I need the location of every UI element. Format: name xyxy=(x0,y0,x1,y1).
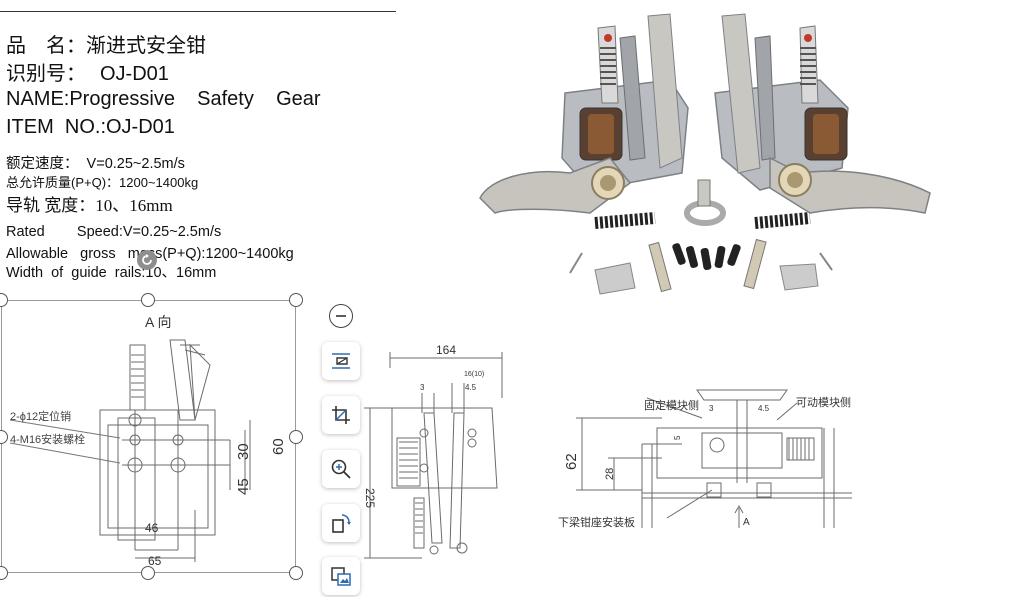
view-arrow-label: A xyxy=(743,517,750,528)
resize-handle-top-right[interactable] xyxy=(289,293,303,307)
dim-225: 225 xyxy=(363,488,377,508)
en-rated-speed: Rated Speed:V=0.25~2.5m/s xyxy=(6,224,222,240)
drawing-side-view: 164 3 4.5 16(10) 225 xyxy=(363,343,503,559)
crop-button[interactable] xyxy=(322,396,360,434)
cn-rail-width-label: 导轨 宽度 xyxy=(6,196,79,215)
dim-62: 62 xyxy=(563,453,580,470)
cn-allowable-mass: 总允许质量(P+Q)：1200~1400kg xyxy=(6,175,199,190)
dim-4-5: 4.5 xyxy=(465,383,477,392)
align-icon xyxy=(332,353,350,369)
name-en-line: NAME:Progressive Safety Gear xyxy=(6,88,321,110)
dim-4-5-right: 4.5 xyxy=(758,404,770,413)
zoom-out-button[interactable] xyxy=(329,304,353,328)
item-id-label: 识别号： xyxy=(6,63,86,85)
cn-rated-speed: 额定速度： V=0.25~2.5m/s xyxy=(6,156,185,172)
en-guide-width: Width of guide rails:10、16mm xyxy=(6,265,217,281)
resize-handle-bottom-center[interactable] xyxy=(141,566,155,580)
left-gear-body xyxy=(479,13,689,214)
dim-46: 46 xyxy=(145,521,159,535)
pin-label: 2-ϕ12定位销 xyxy=(10,409,71,423)
item-id-value: OJ-D01 xyxy=(100,63,169,85)
dim-16-10: 16(10) xyxy=(464,371,484,378)
image-selection-frame xyxy=(1,300,296,573)
replace-image-icon xyxy=(331,567,351,586)
dim-164: 164 xyxy=(436,343,456,357)
product-photo xyxy=(479,13,931,295)
dim-45: 45 xyxy=(235,478,252,495)
right-gear-body xyxy=(714,13,931,214)
product-name-label: 品 名： xyxy=(6,35,86,57)
top-rule xyxy=(0,11,396,12)
loose-parts xyxy=(569,179,833,295)
rotate-button[interactable] xyxy=(322,504,360,542)
bolt-label: 4-M16安装螺栓 xyxy=(10,432,85,446)
resize-handle-middle-right[interactable] xyxy=(289,430,303,444)
replace-image-button[interactable] xyxy=(322,557,360,595)
text-wrap-button[interactable] xyxy=(322,342,360,380)
dim-30: 30 xyxy=(235,443,252,460)
rotate-icon xyxy=(332,514,351,533)
drawing-top-view: 固定模块侧 可动模块侧 3 4.5 62 28 5 下梁钳座安装板 A xyxy=(558,389,852,529)
zoom-in-button[interactable] xyxy=(322,450,360,488)
drawing-front-view: A 向 2-ϕ12定位销 4-M16安装螺栓 30 60 45 46 65 xyxy=(9,314,287,568)
resize-handle-bottom-left[interactable] xyxy=(0,566,8,580)
item-no-en-line: ITEM NO.:OJ-D01 xyxy=(6,116,175,138)
resize-handle-bottom-right[interactable] xyxy=(289,566,303,580)
product-name-value: 渐进式安全钳 xyxy=(86,35,206,57)
cn-rail-width: 导轨 宽度：10、16mm xyxy=(6,197,173,214)
mount-plate-label: 下梁钳座安装板 xyxy=(558,515,635,529)
dim-65: 65 xyxy=(148,554,162,568)
dim-3: 3 xyxy=(420,383,425,392)
crop-icon xyxy=(332,406,350,424)
resize-handle-top-center[interactable] xyxy=(141,293,155,307)
dim-60: 60 xyxy=(270,438,287,455)
product-name-line: 品 名：渐进式安全钳 xyxy=(6,29,206,58)
fixed-side-label: 固定模块侧 xyxy=(644,398,699,412)
rotate-handle[interactable] xyxy=(137,250,157,270)
item-id-line: 识别号： OJ-D01 xyxy=(6,57,169,86)
direction-label: A 向 xyxy=(145,314,171,330)
zoom-in-icon xyxy=(331,459,351,479)
dim-5: 5 xyxy=(673,435,682,440)
movable-side-label: 可动模块侧 xyxy=(796,396,851,409)
rotate-handle-icon xyxy=(142,254,152,265)
cn-rail-width-value: ：10、16mm xyxy=(78,196,173,215)
dim-28: 28 xyxy=(604,468,616,480)
minus-icon xyxy=(336,315,346,317)
dim-3-right: 3 xyxy=(709,404,714,413)
